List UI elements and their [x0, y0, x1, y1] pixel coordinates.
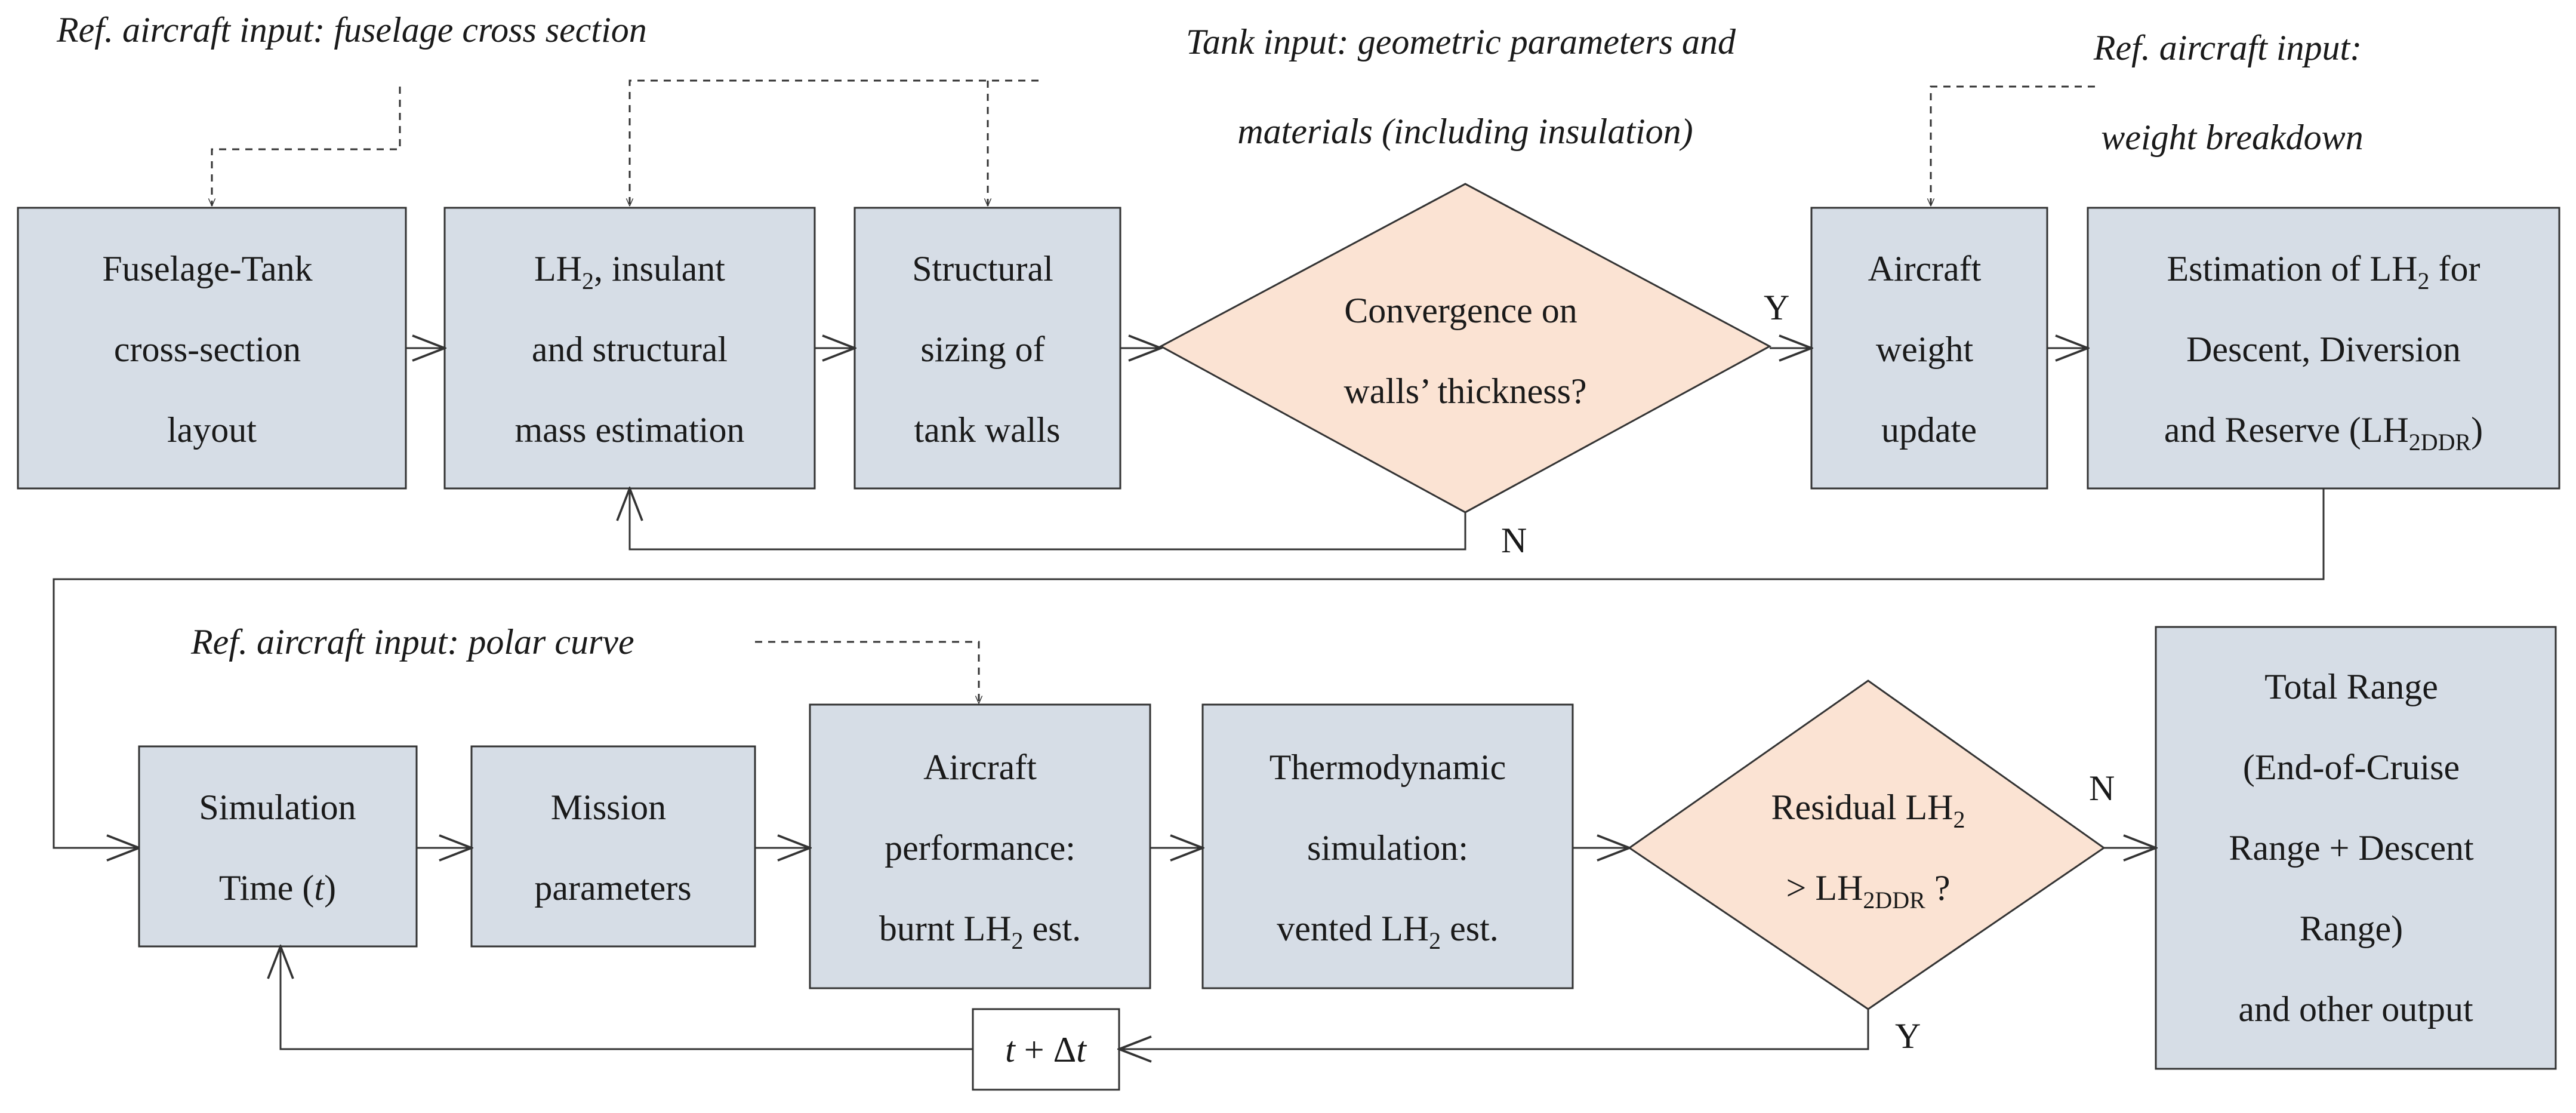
svg-text:Aircraft weight up: Aircraft weight update — [1868, 249, 1990, 450]
input-connector-polar — [755, 641, 979, 703]
aircraft-perf-line1: Aircraft — [923, 748, 1037, 787]
thermo-sim-line3: vented LH2 est. — [1277, 909, 1499, 954]
aircraft-perf-line2: performance: — [885, 828, 1076, 868]
total-range-line3: Range + Descent — [2229, 828, 2474, 868]
decision-convergence: Convergence on walls’ thickness? — [1158, 183, 1772, 514]
mass-estimation-line2: and structural — [532, 330, 728, 369]
node-structural-sizing: Structural sizing of tank walls — [853, 207, 1121, 490]
label-residual-no: N — [2089, 768, 2115, 808]
total-range-line5: and other output — [2238, 989, 2473, 1029]
svg-text:Mission parameters: Mission parameters — [534, 788, 691, 908]
structural-sizing-line2: sizing of — [920, 330, 1044, 369]
residual-line1: Residual LH2 — [1771, 788, 1965, 833]
input-label-tank-line1: Tank input: geometric parameters and — [1186, 22, 1736, 62]
lh2-estimation-line1: Estimation of LH2 for — [2167, 249, 2481, 294]
input-label-tank-line2: materials (including insulation) — [1237, 112, 1693, 151]
label-residual-yes: Y — [1895, 1016, 1921, 1056]
convergence-line1: Convergence on — [1344, 291, 1577, 330]
input-label-polar: Ref. aircraft input: polar curve — [190, 622, 634, 662]
decision-residual: Residual LH2 > LH2DDR ? — [1628, 680, 2106, 1010]
label-convergence-yes: Y — [1764, 288, 1789, 327]
fuselage-tank-line1: Fuselage-Tank — [102, 249, 312, 288]
mass-estimation-line1: LH2, insulant — [534, 249, 725, 294]
simulation-time-line2: Time (t) — [219, 868, 336, 908]
node-lh2-ddr-estimation: Estimation of LH2 for Descent, Diversion… — [2087, 207, 2560, 490]
structural-sizing-line1: Structural — [912, 249, 1053, 288]
fuselage-tank-line2: cross-section — [114, 330, 301, 369]
node-mass-estimation: LH2, insulant and structural mass estima… — [443, 207, 816, 490]
convergence-line2: walls’ thickness? — [1344, 371, 1586, 411]
residual-line2: > LH2DDR ? — [1786, 868, 1951, 914]
input-label-fuselage: Ref. aircraft input: fuselage cross sect… — [56, 10, 647, 50]
node-time-step: t + Δt — [972, 1008, 1120, 1091]
label-convergence-no: N — [1501, 521, 1527, 560]
node-aircraft-performance: Aircraft performance: burnt LH2 est. — [809, 703, 1151, 989]
svg-text:Total Range (End-of-Crui: Total Range (End-of-Cruise Range + Desce… — [2229, 667, 2482, 1029]
arrow-estimation-to-simulation — [53, 488, 2325, 848]
thermo-sim-line1: Thermodynamic — [1269, 748, 1506, 787]
total-range-line2: (End-of-Cruise — [2243, 748, 2460, 787]
arrow-residual-yes-to-timestep — [1119, 1009, 1869, 1049]
simulation-time-line1: Simulation — [199, 788, 356, 827]
mission-params-line2: parameters — [534, 868, 691, 908]
input-label-weight-line1: Ref. aircraft input: — [2093, 28, 2362, 67]
weight-update-line3: update — [1881, 410, 1977, 450]
structural-sizing-line3: tank walls — [914, 410, 1061, 450]
input-label-tank: Tank input: geometric parameters and mat… — [1186, 22, 1745, 151]
lh2-estimation-line3: and Reserve (LH2DDR) — [2164, 410, 2483, 456]
node-total-range-output: Total Range (End-of-Cruise Range + Desce… — [2155, 626, 2557, 1070]
input-connector-tank-mass — [630, 79, 1039, 206]
node-simulation-time: Simulation Time (t) — [138, 745, 418, 948]
input-label-weight-line2: weight breakdown — [2101, 118, 2363, 157]
node-thermodynamic-simulation: Thermodynamic simulation: vented LH2 est… — [1201, 703, 1574, 989]
svg-text:Convergence on walls’ th: Convergence on walls’ thickness? — [1344, 291, 1586, 411]
aircraft-perf-line3: burnt LH2 est. — [879, 909, 1081, 954]
input-label-weight: Ref. aircraft input: weight breakdown — [2093, 28, 2371, 157]
arrow-timestep-to-simulation — [281, 946, 973, 1050]
svg-text:Fuselage-Tank cross-sect: Fuselage-Tank cross-section layout — [102, 249, 321, 450]
mission-params-line1: Mission — [551, 788, 666, 827]
thermo-sim-line2: simulation: — [1307, 828, 1468, 868]
input-connector-fuselage — [212, 87, 401, 206]
weight-update-line2: weight — [1876, 330, 1974, 369]
mass-estimation-line3: mass estimation — [515, 410, 745, 450]
time-step-text: t + Δt — [1005, 1030, 1087, 1069]
svg-text:Structural sizing of: Structural sizing of tank walls — [912, 249, 1062, 450]
node-fuselage-tank-layout: Fuselage-Tank cross-section layout — [17, 207, 407, 490]
total-range-line1: Total Range — [2264, 667, 2438, 706]
input-connector-weight — [1931, 85, 2095, 206]
node-mission-parameters: Mission parameters — [470, 745, 756, 948]
weight-update-line1: Aircraft — [1868, 249, 1982, 288]
total-range-line4: Range) — [2300, 909, 2403, 948]
arrow-convergence-no-loop — [630, 488, 1466, 551]
lh2-estimation-line2: Descent, Diversion — [2186, 330, 2461, 369]
node-weight-update: Aircraft weight update — [1810, 207, 2048, 490]
fuselage-tank-line3: layout — [167, 410, 257, 450]
